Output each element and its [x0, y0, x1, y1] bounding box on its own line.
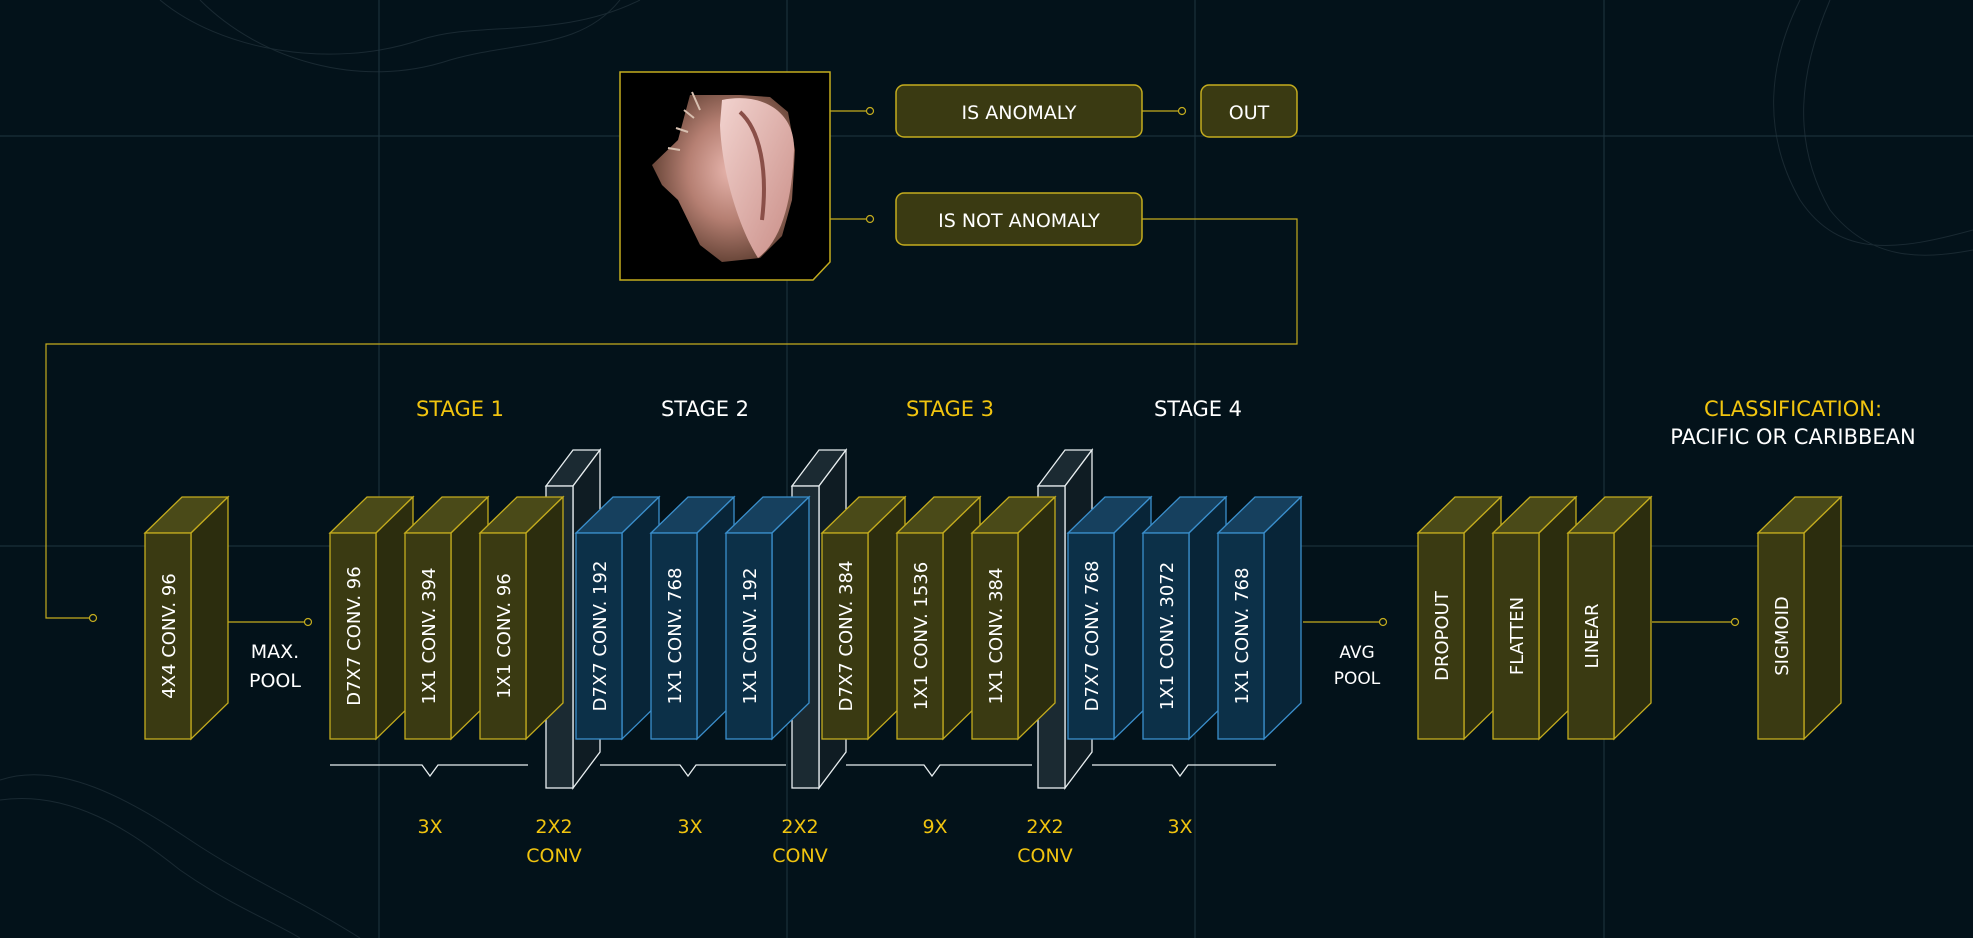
stage-1-repeat-label: 3X	[417, 816, 442, 838]
block-sigmoid: SIGMOID	[1756, 495, 1843, 741]
block-s2b: 1X1 CONV. 768	[649, 495, 736, 741]
block-stem: 4X4 CONV. 96	[143, 495, 230, 741]
decision-connectors	[45, 106, 1298, 623]
block-s3b: 1X1 CONV. 1536	[895, 495, 982, 741]
block-stem-label: 4X4 CONV. 96	[159, 573, 180, 699]
block-s1c: 1X1 CONV. 96	[478, 495, 565, 741]
stage-2-repeat-label: 3X	[677, 816, 702, 838]
avg-pool-label-line2: POOL	[1334, 669, 1381, 689]
block-s3a: D7X7 CONV. 384	[820, 495, 907, 741]
block-s2c-label: 1X1 CONV. 192	[740, 568, 761, 705]
is-not-anomaly-pill: IS NOT ANOMALY	[895, 192, 1143, 246]
max-pool-label-line1: MAX.	[251, 641, 299, 663]
downsample-1-label-line1: 2X2	[535, 816, 572, 838]
downsample-3-label-line2: CONV	[1017, 845, 1072, 867]
block-sigmoid-label: SIGMOID	[1772, 596, 1793, 676]
block-s4a-label: D7X7 CONV. 768	[1082, 561, 1103, 712]
stage-3-repeat-label: 9X	[922, 816, 947, 838]
block-s1b: 1X1 CONV. 394	[403, 495, 490, 741]
downsample-2-label-line1: 2X2	[781, 816, 818, 838]
block-s4a: D7X7 CONV. 768	[1066, 495, 1153, 741]
block-s1a: D7X7 CONV. 96	[328, 495, 415, 741]
is-anomaly-label: IS ANOMALY	[962, 102, 1077, 124]
is-not-anomaly-label: IS NOT ANOMALY	[938, 210, 1100, 232]
block-linear-label: LINEAR	[1582, 604, 1603, 669]
block-s2a-label: D7X7 CONV. 192	[590, 561, 611, 712]
block-flatten: FLATTEN	[1491, 495, 1578, 741]
classification-subtitle: PACIFIC OR CARIBBEAN	[1670, 425, 1916, 449]
is-anomaly-pill: IS ANOMALY	[895, 84, 1143, 138]
downsample-2-label-line2: CONV	[772, 845, 827, 867]
block-s4b-label: 1X1 CONV. 3072	[1157, 562, 1178, 710]
repetition-braces	[330, 764, 1276, 778]
block-s3c: 1X1 CONV. 384	[970, 495, 1057, 741]
block-dropout-label: DROPOUT	[1432, 590, 1453, 681]
network-blocks: 4X4 CONV. 96 D7X7 CONV. 96 1X1 CONV. 394 1X…	[143, 495, 1843, 741]
downsample-3-label-line1: 2X2	[1026, 816, 1063, 838]
avg-pool-label-line1: AVG	[1339, 643, 1374, 663]
block-s4b: 1X1 CONV. 3072	[1141, 495, 1228, 741]
conch-shell-image	[652, 91, 795, 262]
block-s1c-label: 1X1 CONV. 96	[494, 573, 515, 699]
block-s2a: D7X7 CONV. 192	[574, 495, 661, 741]
block-s4c: 1X1 CONV. 768	[1216, 495, 1303, 741]
downsample-1-label-line2: CONV	[526, 845, 581, 867]
classification-title: CLASSIFICATION:	[1704, 397, 1882, 421]
pipeline-connectors	[228, 617, 1740, 627]
stage-4-repeat-label: 3X	[1167, 816, 1192, 838]
stage-1-title: STAGE 1	[416, 397, 504, 421]
block-s4c-label: 1X1 CONV. 768	[1232, 568, 1253, 705]
stage-2-title: STAGE 2	[661, 397, 749, 421]
block-s2b-label: 1X1 CONV. 768	[665, 568, 686, 705]
block-s2c: 1X1 CONV. 192	[724, 495, 811, 741]
stage-3-title: STAGE 3	[906, 397, 994, 421]
block-dropout: DROPOUT	[1416, 495, 1503, 741]
block-s3c-label: 1X1 CONV. 384	[986, 568, 1007, 705]
block-s1a-label: D7X7 CONV. 96	[344, 566, 365, 705]
stage-4-title: STAGE 4	[1154, 397, 1242, 421]
block-s1b-label: 1X1 CONV. 394	[419, 568, 440, 705]
block-s3a-label: D7X7 CONV. 384	[836, 561, 857, 712]
block-flatten-label: FLATTEN	[1507, 597, 1528, 675]
input-image-frame	[619, 71, 831, 281]
out-label: OUT	[1229, 102, 1270, 124]
out-pill: OUT	[1200, 84, 1298, 138]
block-s3b-label: 1X1 CONV. 1536	[911, 562, 932, 710]
block-linear: LINEAR	[1566, 495, 1653, 741]
max-pool-label-line2: POOL	[249, 670, 301, 692]
